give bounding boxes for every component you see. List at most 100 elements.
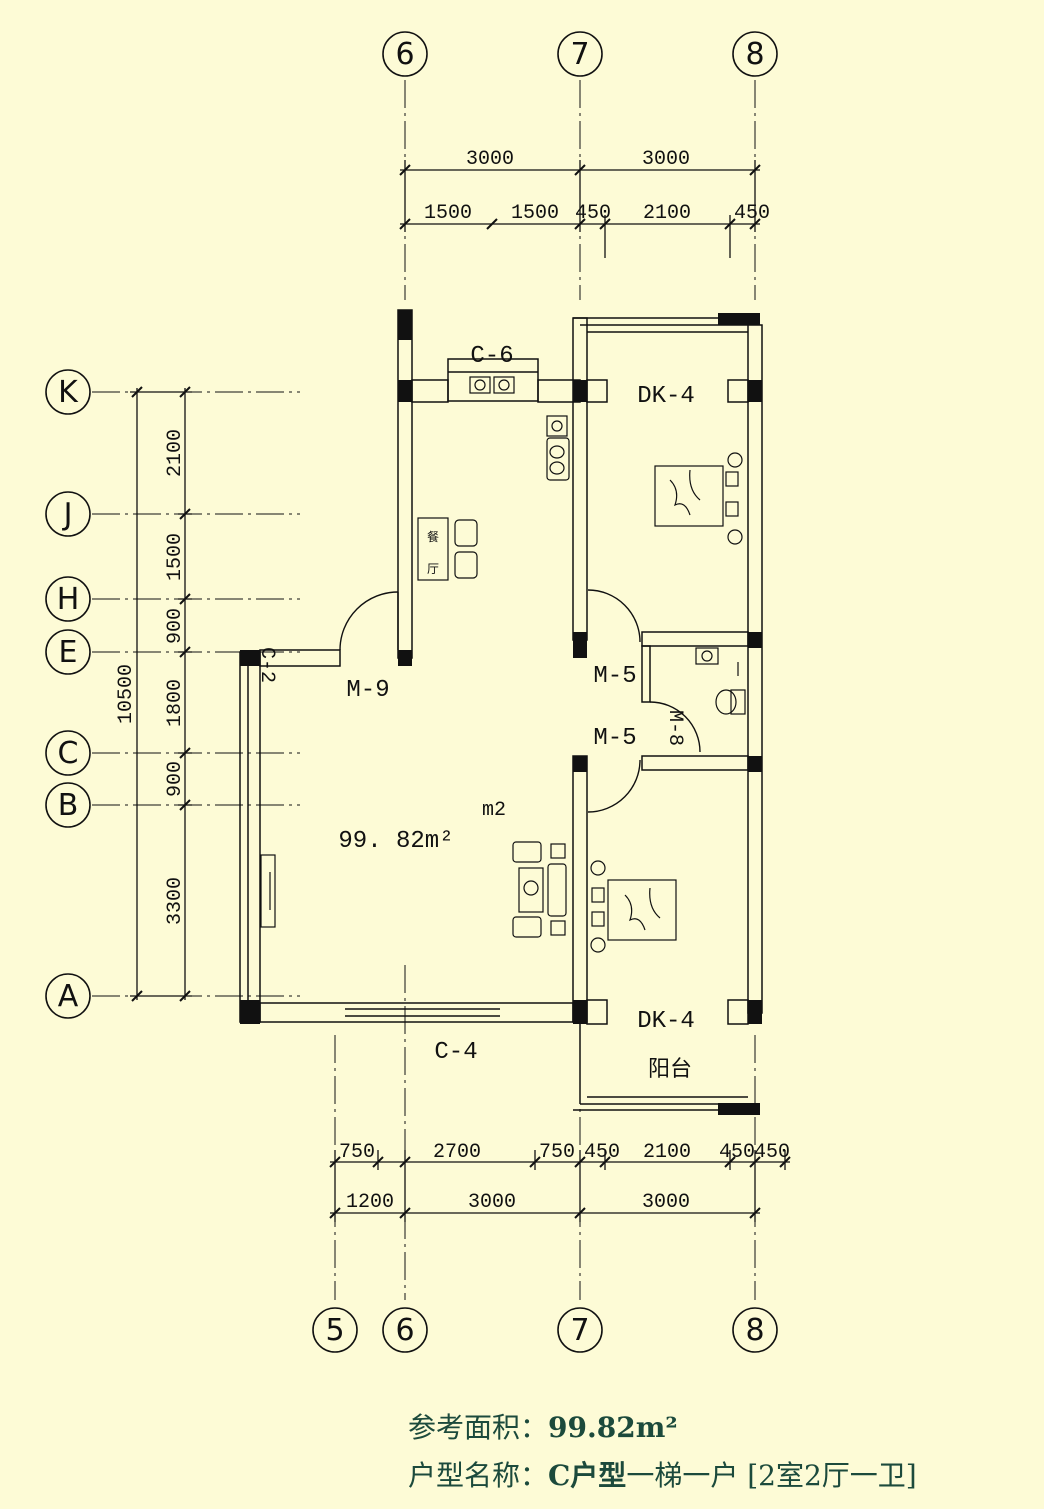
label-balcony: 阳台	[648, 1057, 692, 1082]
axis-left-J-circle	[45, 491, 91, 537]
tick-top2-3	[599, 218, 611, 230]
tick-bot1-6	[724, 1156, 736, 1168]
dim-bottom-2-2: 3000	[642, 1191, 690, 1214]
tick-bot2-0	[329, 1207, 341, 1219]
type-caption-value: C户型	[548, 1459, 627, 1492]
axis-bottom-5-label: 5	[325, 1313, 344, 1348]
axis-left-H-label: H	[57, 582, 80, 617]
floor-plan: 3000 3000 1500 1500 450 2100 450 750 270…	[45, 31, 791, 1353]
dim-left-4: 900	[164, 761, 187, 797]
axis-bottom-6-circle	[382, 1307, 428, 1353]
label-c4: C-4	[434, 1039, 477, 1066]
axis-bubbles	[45, 31, 778, 1353]
label-area: 99. 82m²	[338, 828, 453, 855]
axis-bottom-7-label: 7	[570, 1313, 589, 1348]
tick-bot1-1	[372, 1156, 384, 1168]
axis-left-C-circle	[45, 730, 91, 776]
axis-left-E-circle	[45, 629, 91, 675]
axis-left-A-circle	[45, 973, 91, 1019]
dim-bottom-1-0: 750	[339, 1141, 375, 1164]
axis-top-7-circle	[557, 31, 603, 77]
dimension-ticks	[131, 164, 791, 1219]
tick-top2-4	[724, 218, 736, 230]
dim-bottom-1-3: 450	[584, 1141, 620, 1164]
label-dk4-top: DK-4	[637, 383, 695, 410]
structural-columns	[240, 310, 762, 1115]
label-m8: M-8	[663, 710, 686, 746]
dim-top-2-2: 450	[575, 202, 611, 225]
label-dk4-bottom: DK-4	[637, 1008, 695, 1035]
tick-left-0	[179, 386, 191, 398]
tick-left-total-1	[131, 990, 143, 1002]
axis-left-H-circle	[45, 576, 91, 622]
tick-top1-0	[399, 164, 411, 176]
tick-bot1-5	[599, 1156, 611, 1168]
tick-bot1-8	[779, 1156, 791, 1168]
label-dining-1: 餐	[427, 529, 439, 544]
type-caption-desc: 一梯一户 [2室2厅一卫]	[626, 1459, 917, 1492]
label-m5-upper: M-5	[593, 663, 636, 690]
tick-left-5	[179, 799, 191, 811]
axis-left-E-label: E	[59, 635, 78, 670]
tick-top2-0	[399, 218, 411, 230]
dim-left-0: 2100	[164, 429, 187, 477]
label-c6: C-6	[470, 343, 513, 370]
dim-top-2-1: 1500	[511, 202, 559, 225]
dim-bottom-1-2: 750	[539, 1141, 575, 1164]
axis-bottom-6-label: 6	[395, 1313, 414, 1348]
dim-bottom-2-1: 3000	[468, 1191, 516, 1214]
axis-left-A-label: A	[58, 979, 79, 1014]
tick-bot2-2	[574, 1207, 586, 1219]
type-caption: 户型名称：C户型一梯一户 [2室2厅一卫]	[408, 1454, 917, 1494]
axis-left-B-circle	[45, 782, 91, 828]
dim-left-5: 3300	[164, 877, 187, 925]
tick-left-4	[179, 747, 191, 759]
tick-bot1-4	[574, 1156, 586, 1168]
tick-left-2	[179, 593, 191, 605]
area-caption-label: 参考面积：	[408, 1411, 549, 1444]
dim-left-2: 900	[164, 608, 187, 644]
axis-left-K-label: K	[58, 375, 79, 410]
label-dining-2: 厅	[427, 562, 439, 576]
axis-top-8-label: 8	[745, 37, 764, 72]
dim-top-2-0: 1500	[424, 202, 472, 225]
door-swings	[339, 589, 701, 813]
dim-left-1: 1500	[164, 533, 187, 581]
tick-bot1-3	[529, 1156, 541, 1168]
dim-bottom-1-4: 2100	[643, 1141, 691, 1164]
dim-left-3: 1800	[164, 679, 187, 727]
dim-top-1-0: 3000	[466, 148, 514, 171]
tick-top1-1	[574, 164, 586, 176]
tick-top1-2	[749, 164, 761, 176]
label-m2: m2	[482, 799, 506, 822]
label-m9: M-9	[346, 677, 389, 704]
dim-bottom-1-1: 2700	[433, 1141, 481, 1164]
axis-left-J-label: J	[62, 497, 73, 532]
axis-bottom-8-label: 8	[745, 1313, 764, 1348]
tick-left-3	[179, 646, 191, 658]
axis-top-8-circle	[732, 31, 778, 77]
tick-top2-1	[486, 218, 498, 230]
tick-left-6	[179, 990, 191, 1002]
axis-top-7-label: 7	[570, 37, 589, 72]
fixtures	[260, 376, 746, 953]
tick-bot1-2	[399, 1156, 411, 1168]
tick-bot2-3	[749, 1207, 761, 1219]
dim-top-1-1: 3000	[642, 148, 690, 171]
dim-bottom-2-0: 1200	[346, 1191, 394, 1214]
axis-bottom-7-circle	[557, 1307, 603, 1353]
tick-left-1	[179, 508, 191, 520]
tick-top2-2	[574, 218, 586, 230]
type-caption-label: 户型名称：	[408, 1459, 549, 1492]
axis-left-K-circle	[45, 369, 91, 415]
tick-bot1-7	[749, 1156, 761, 1168]
dim-bottom-1-6: 450	[754, 1141, 790, 1164]
label-c2: C-2	[255, 647, 278, 683]
tick-bot2-1	[399, 1207, 411, 1219]
label-m5-lower: M-5	[593, 725, 636, 752]
tick-left-total-0	[131, 386, 143, 398]
tick-top2-5	[749, 218, 761, 230]
dim-bottom-1-5: 450	[719, 1141, 755, 1164]
axis-lines	[92, 80, 756, 1300]
dim-top-2-4: 450	[734, 202, 770, 225]
